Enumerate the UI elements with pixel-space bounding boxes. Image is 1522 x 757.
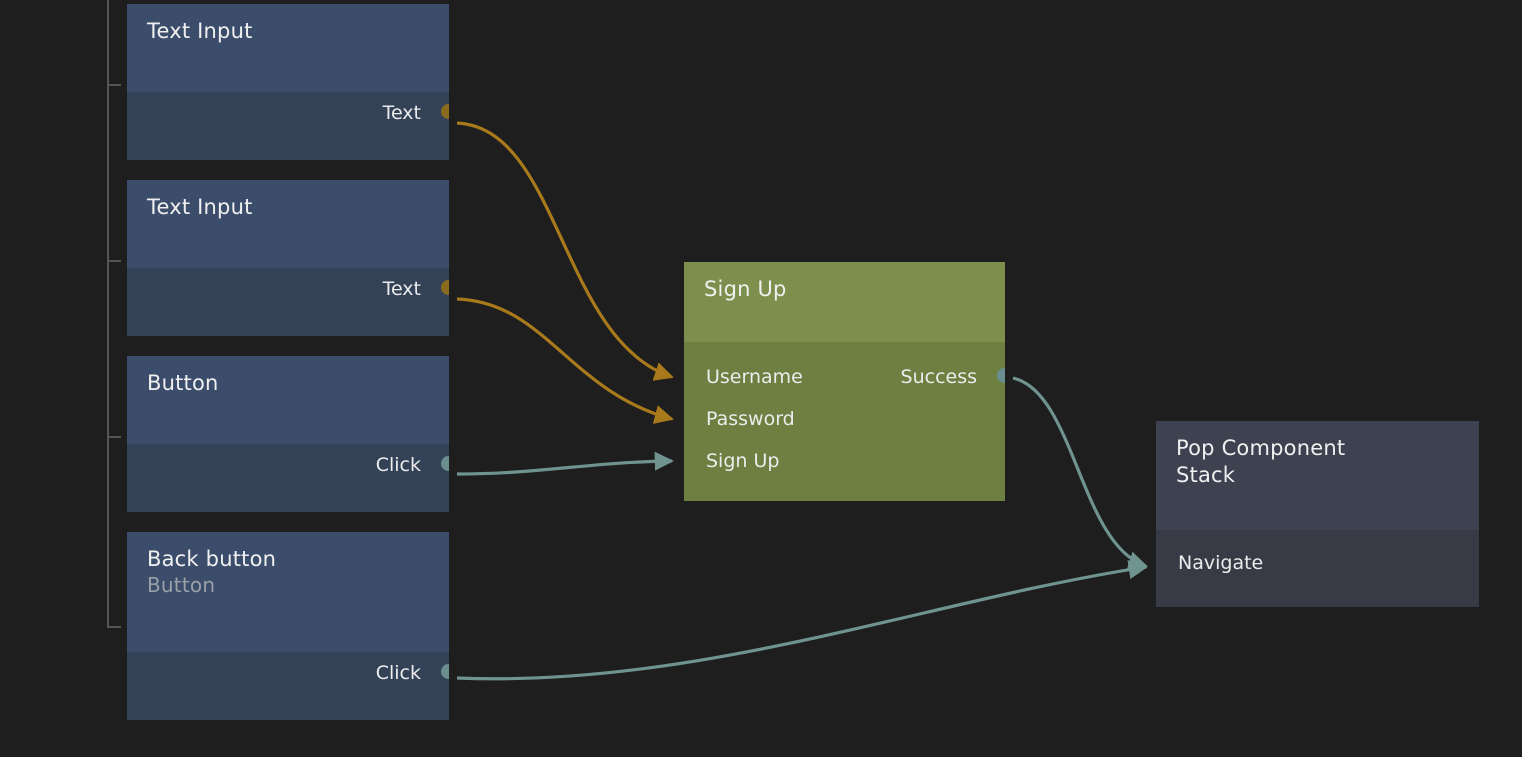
output-port-row[interactable]: Click [376, 662, 427, 684]
node-text-input-2[interactable]: Text Input Text [127, 180, 449, 336]
input-port-label: Username [706, 366, 803, 388]
node-body: Click [127, 652, 449, 720]
input-port-row-signup[interactable]: Sign Up [684, 450, 779, 472]
node-title: Sign Up [704, 277, 787, 301]
output-port-label: Text [382, 278, 421, 300]
output-port-row[interactable]: Click [376, 454, 427, 476]
node-text-input-1[interactable]: Text Input Text [127, 4, 449, 160]
input-port-label: Sign Up [706, 450, 780, 472]
output-port-row[interactable]: Text [383, 278, 427, 300]
node-subtitle: Button [147, 572, 216, 597]
node-body: Click [127, 444, 449, 512]
hierarchy-tick [107, 626, 121, 628]
node-title: Text Input [147, 19, 253, 43]
input-port-row-username[interactable]: Username [684, 366, 803, 388]
node-back-button[interactable]: Back button Button Click [127, 532, 449, 720]
node-button[interactable]: Button Click [127, 356, 449, 512]
edge-success-to-navigate [1012, 376, 1148, 570]
node-title: Text Input [147, 195, 253, 219]
output-port-dot[interactable] [997, 368, 1005, 383]
node-body: Text [127, 268, 449, 336]
node-header[interactable]: Text Input [127, 4, 449, 92]
output-port-dot[interactable] [441, 104, 449, 119]
output-port-label: Text [382, 102, 421, 124]
hierarchy-tick [107, 84, 121, 86]
node-header[interactable]: Pop Component Stack [1156, 421, 1479, 530]
node-header[interactable]: Button [127, 356, 449, 444]
output-port-label: Click [375, 662, 421, 684]
edge-button-click-to-signup [456, 451, 674, 476]
node-pop-component-stack[interactable]: Pop Component Stack Navigate [1156, 421, 1479, 607]
output-port-dot[interactable] [441, 280, 449, 295]
node-title: Back button [147, 547, 277, 571]
hierarchy-tick [107, 436, 121, 438]
node-sign-up[interactable]: Sign Up Username Password Sign Up Succes… [684, 262, 1005, 501]
output-port-dot[interactable] [441, 456, 449, 471]
input-port-label: Password [706, 408, 795, 430]
node-title: Button [147, 371, 219, 395]
node-body: Username Password Sign Up Success [684, 342, 1005, 501]
input-port-row-navigate[interactable]: Navigate [1156, 552, 1263, 574]
output-port-row[interactable]: Text [383, 102, 427, 124]
node-header[interactable]: Back button Button [127, 532, 449, 652]
output-port-row-success[interactable]: Success [901, 366, 983, 388]
output-port-label: Success [900, 366, 977, 388]
output-port-label: Click [375, 454, 421, 476]
node-header[interactable]: Sign Up [684, 262, 1005, 342]
input-port-label: Navigate [1178, 552, 1264, 574]
hierarchy-tick [107, 260, 121, 262]
edge-text-input-2-to-password [456, 297, 674, 424]
node-body: Navigate [1156, 530, 1479, 607]
node-header[interactable]: Text Input [127, 180, 449, 268]
node-title: Pop Component Stack [1176, 436, 1346, 487]
hierarchy-rail [107, 0, 109, 628]
node-body: Text [127, 92, 449, 160]
output-port-dot[interactable] [441, 664, 449, 679]
input-port-row-password[interactable]: Password [684, 408, 795, 430]
edge-back-click-to-navigate [456, 560, 1148, 681]
edge-text-input-1-to-username [456, 121, 674, 381]
